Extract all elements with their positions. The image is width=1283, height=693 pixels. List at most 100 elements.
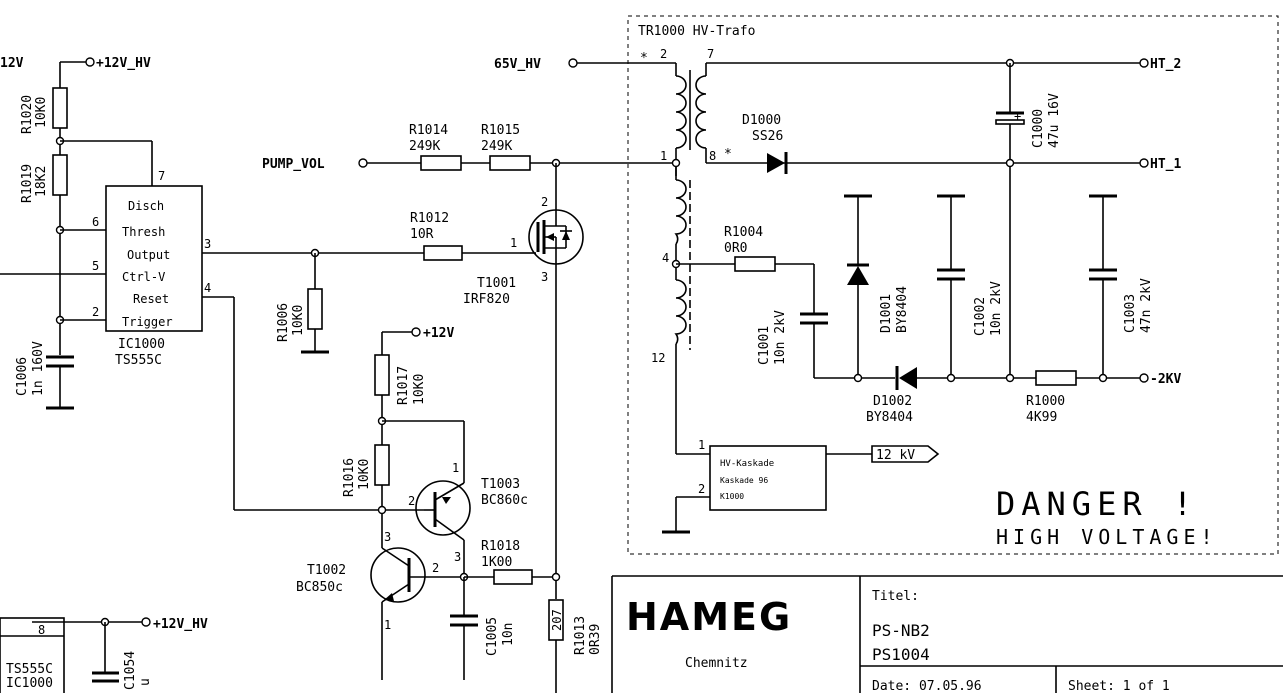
svg-text:10R: 10R bbox=[410, 227, 434, 242]
net-65v-hv: 65V_HV bbox=[494, 57, 541, 72]
coil-lower-tap bbox=[674, 279, 687, 345]
svg-text:BY8404: BY8404 bbox=[895, 286, 910, 333]
dot-star-primary: * bbox=[640, 51, 648, 66]
svg-text:12 kV: 12 kV bbox=[876, 448, 915, 463]
r1019-name: R1019 bbox=[20, 164, 35, 203]
transformer-name: TR1000 HV-Trafo bbox=[638, 24, 755, 39]
hv-output-12kv bbox=[871, 445, 940, 463]
c1006-value: 1n 160V bbox=[31, 341, 46, 396]
company-logo: HAMEG bbox=[626, 595, 792, 639]
svg-text:R1014: R1014 bbox=[409, 123, 448, 138]
svg-text:R1015: R1015 bbox=[481, 123, 520, 138]
net-12v-left: 12V bbox=[0, 56, 24, 71]
svg-text:1: 1 bbox=[452, 461, 459, 475]
svg-text:10n: 10n bbox=[501, 623, 516, 646]
svg-text:1K00: 1K00 bbox=[481, 555, 512, 570]
title-sheet: Sheet: 1 of 1 bbox=[1068, 679, 1170, 693]
resistor-r1004 bbox=[734, 256, 776, 272]
primary-coil bbox=[675, 75, 687, 149]
title-label: Titel: bbox=[872, 589, 919, 604]
coil-upper-tap bbox=[674, 179, 687, 245]
svg-text:2: 2 bbox=[408, 494, 415, 508]
transistor-t1003 bbox=[415, 480, 471, 536]
title-block: HAMEG Chemnitz Titel: PS-NB2 PS1004 Date… bbox=[611, 575, 1283, 693]
resistor-r1016 bbox=[374, 444, 390, 486]
svg-text:0R0: 0R0 bbox=[724, 241, 747, 256]
terminal-ht2 bbox=[1139, 58, 1149, 68]
r1019-value: 18K2 bbox=[34, 166, 49, 197]
svg-text:SS26: SS26 bbox=[752, 129, 783, 144]
title-date: Date: 07.05.96 bbox=[872, 679, 982, 693]
svg-text:1: 1 bbox=[698, 438, 705, 452]
svg-text:7: 7 bbox=[707, 47, 714, 61]
svg-text:4K99: 4K99 bbox=[1026, 410, 1057, 425]
svg-text:3: 3 bbox=[541, 270, 548, 284]
ic1000-pin-output: Output bbox=[127, 248, 170, 262]
svg-text:4: 4 bbox=[204, 281, 211, 295]
svg-text:BC860c: BC860c bbox=[481, 493, 528, 508]
svg-text:+: + bbox=[1014, 109, 1021, 123]
svg-text:C1005: C1005 bbox=[485, 617, 500, 656]
svg-text:249K: 249K bbox=[481, 139, 512, 154]
svg-text:T1002: T1002 bbox=[307, 563, 346, 578]
svg-text:3: 3 bbox=[204, 237, 211, 251]
resistor-r1000 bbox=[1035, 370, 1077, 386]
diode-d1002 bbox=[899, 367, 917, 389]
ic1000-pin-trigger: Trigger bbox=[122, 315, 173, 329]
resistor-r1015 bbox=[489, 155, 531, 171]
dot-star-secondary: * bbox=[724, 147, 732, 162]
svg-text:D1001: D1001 bbox=[879, 294, 894, 333]
svg-text:D1002: D1002 bbox=[873, 394, 912, 409]
svg-text:BY8404: BY8404 bbox=[866, 410, 913, 425]
title-line2: PS1004 bbox=[872, 645, 930, 664]
svg-text:D1000: D1000 bbox=[742, 113, 781, 128]
net-pump-vol: PUMP_VOL bbox=[262, 157, 325, 172]
net-ht1: HT_1 bbox=[1150, 157, 1181, 172]
r1020-name: R1020 bbox=[20, 95, 35, 134]
r1020-value: 10K0 bbox=[34, 97, 49, 128]
svg-text:8: 8 bbox=[38, 623, 45, 637]
terminal-12v-hv-bottom bbox=[141, 617, 151, 627]
hv-cascade-box bbox=[709, 445, 827, 511]
hv-trafo-boundary bbox=[627, 15, 1279, 555]
svg-text:C1054: C1054 bbox=[123, 651, 138, 690]
warning-high-voltage: HIGH VOLTAGE! bbox=[996, 525, 1218, 549]
svg-text:K1000: K1000 bbox=[720, 492, 744, 501]
svg-text:R1004: R1004 bbox=[724, 225, 763, 240]
svg-text:2: 2 bbox=[92, 305, 99, 319]
svg-text:2: 2 bbox=[698, 482, 705, 496]
svg-text:2: 2 bbox=[541, 195, 548, 209]
svg-text:R1013: R1013 bbox=[573, 616, 588, 655]
svg-text:R1018: R1018 bbox=[481, 539, 520, 554]
svg-text:207: 207 bbox=[550, 609, 564, 631]
ic1000-box bbox=[105, 185, 203, 332]
terminal-65v-hv bbox=[568, 58, 578, 68]
svg-text:8: 8 bbox=[709, 149, 716, 163]
resistor-r1019 bbox=[52, 154, 68, 196]
svg-text:47u 16V: 47u 16V bbox=[1047, 93, 1062, 148]
svg-text:T1003: T1003 bbox=[481, 477, 520, 492]
svg-text:u: u bbox=[138, 678, 153, 686]
secondary-coil bbox=[695, 75, 707, 149]
terminal-minus2kv bbox=[1139, 373, 1149, 383]
terminal-12v-hv bbox=[85, 57, 95, 67]
net-12v: +12V bbox=[423, 326, 454, 341]
c1006-name: C1006 bbox=[15, 357, 30, 396]
svg-text:C1001: C1001 bbox=[757, 326, 772, 365]
company-city: Chemnitz bbox=[685, 656, 748, 671]
net-12v-hv-bottom: +12V_HV bbox=[153, 617, 208, 632]
svg-text:1: 1 bbox=[384, 618, 391, 632]
resistor-r1014 bbox=[420, 155, 462, 171]
svg-text:Kaskade 96: Kaskade 96 bbox=[720, 476, 768, 485]
net-minus2kv: -2KV bbox=[1150, 372, 1181, 387]
terminal-ht1 bbox=[1139, 158, 1149, 168]
svg-text:10K0: 10K0 bbox=[357, 459, 372, 490]
r1006-name: R1006 bbox=[276, 303, 291, 342]
resistor-r1012 bbox=[423, 245, 463, 261]
svg-text:0R39: 0R39 bbox=[588, 624, 603, 655]
svg-text:HV-Kaskade: HV-Kaskade bbox=[720, 459, 774, 469]
resistor-r1006 bbox=[307, 288, 323, 330]
title-line1: PS-NB2 bbox=[872, 621, 930, 640]
svg-text:5: 5 bbox=[92, 259, 99, 273]
